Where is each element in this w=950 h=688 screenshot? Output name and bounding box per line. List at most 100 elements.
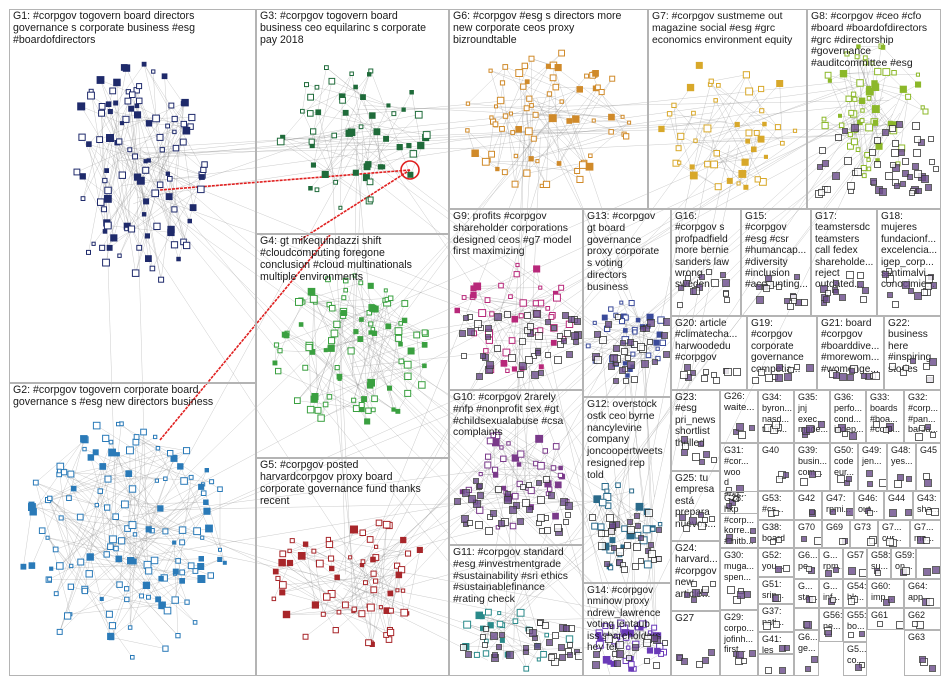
node	[847, 374, 854, 381]
edge	[615, 139, 714, 639]
node	[644, 658, 650, 664]
edge	[325, 70, 372, 175]
node	[86, 249, 91, 255]
node	[552, 632, 559, 639]
node	[696, 661, 703, 668]
node	[919, 425, 925, 431]
node	[179, 569, 186, 576]
group-g69-label: G69	[826, 522, 844, 532]
edge	[328, 539, 409, 554]
node	[683, 525, 690, 532]
node	[621, 348, 628, 355]
node	[465, 651, 472, 658]
node	[776, 476, 783, 483]
group-g41-label: G41: les dec...	[762, 634, 782, 654]
edge	[107, 176, 138, 226]
edge	[61, 517, 183, 581]
node	[158, 575, 164, 582]
edge	[345, 604, 408, 614]
node	[635, 523, 641, 529]
node	[594, 331, 601, 338]
node	[485, 334, 491, 340]
node	[468, 495, 476, 503]
node	[926, 598, 934, 606]
edge	[47, 466, 181, 501]
node	[188, 474, 194, 480]
edge	[376, 131, 381, 167]
edge	[673, 105, 747, 188]
edge	[505, 66, 556, 88]
edge	[523, 302, 552, 318]
edge	[280, 114, 419, 142]
edge	[113, 156, 136, 238]
edge	[344, 127, 755, 563]
group-g70-label: G70	[798, 522, 816, 532]
edge	[514, 81, 528, 185]
node	[912, 122, 920, 130]
edge	[59, 454, 118, 632]
node	[681, 449, 688, 456]
node	[149, 265, 156, 272]
edge	[309, 345, 311, 410]
node	[47, 576, 53, 582]
edge	[109, 137, 127, 230]
group-g55-label: G55: bo...	[847, 610, 867, 631]
edge	[536, 97, 629, 317]
edge	[716, 83, 780, 154]
node	[851, 124, 859, 132]
node	[217, 486, 223, 492]
node	[126, 446, 134, 455]
edge	[679, 162, 719, 187]
node	[509, 506, 517, 514]
edge	[137, 142, 360, 549]
edge	[350, 136, 636, 356]
node	[96, 76, 105, 84]
edge	[882, 47, 919, 85]
edge	[321, 398, 365, 419]
edge	[122, 160, 623, 521]
edge	[101, 106, 158, 227]
edge	[110, 542, 175, 637]
edge	[526, 162, 585, 174]
edge	[157, 181, 526, 628]
node	[545, 319, 551, 325]
node	[681, 658, 688, 665]
edge	[88, 144, 123, 176]
edge	[680, 136, 717, 154]
edge	[558, 87, 599, 164]
edge	[135, 235, 148, 274]
edge	[715, 100, 746, 163]
node	[823, 296, 830, 303]
node	[142, 166, 150, 174]
node	[565, 502, 573, 510]
edge	[843, 73, 864, 169]
edge	[370, 303, 406, 386]
node	[912, 163, 919, 170]
node	[633, 543, 641, 551]
node	[867, 510, 873, 516]
node	[217, 556, 223, 563]
edge	[588, 319, 639, 347]
edge	[101, 102, 186, 248]
edge	[289, 550, 336, 631]
node	[888, 596, 895, 603]
node	[825, 630, 832, 637]
node	[661, 332, 668, 339]
node	[610, 354, 618, 362]
edge	[370, 323, 423, 386]
node	[800, 478, 808, 486]
node	[703, 369, 709, 375]
edge	[644, 345, 657, 628]
edge	[368, 101, 732, 597]
node	[171, 206, 178, 213]
node	[475, 521, 483, 529]
edge	[523, 86, 590, 167]
edge	[282, 562, 387, 636]
edge	[331, 546, 377, 595]
node	[179, 539, 186, 546]
edge	[526, 635, 547, 669]
node	[144, 233, 151, 239]
edge	[695, 81, 712, 141]
group-g24: G24: harvard... #corpgov new article...	[671, 541, 720, 611]
